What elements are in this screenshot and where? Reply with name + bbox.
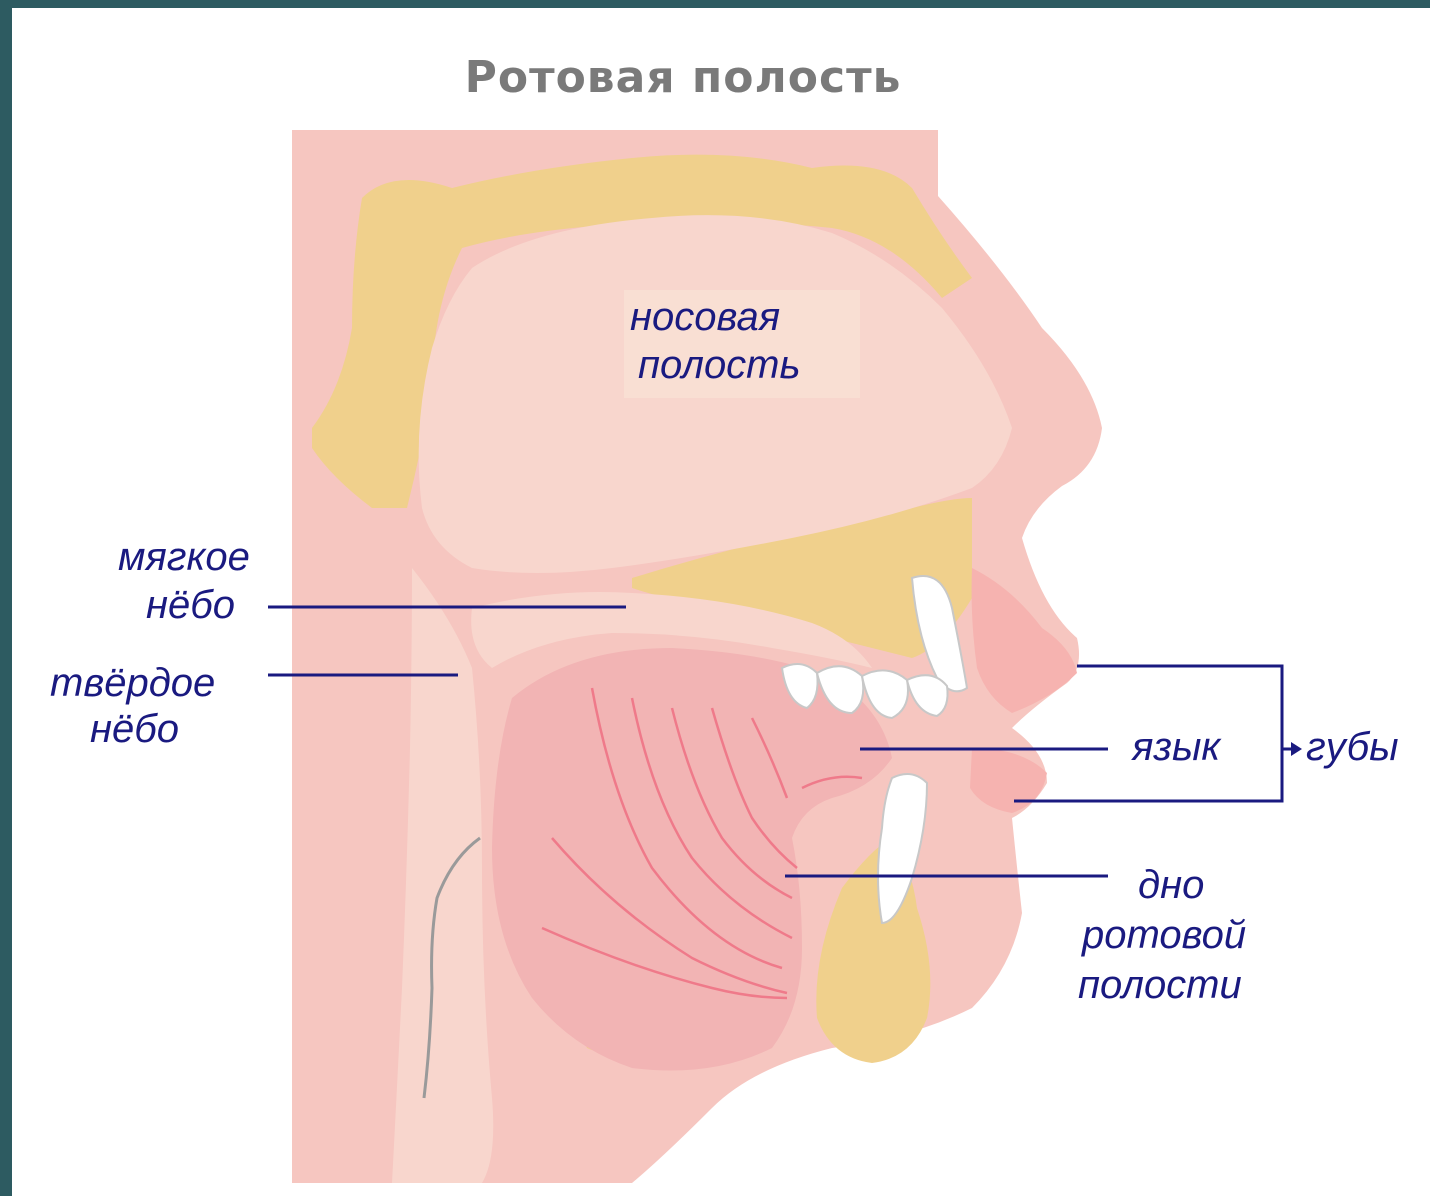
label-hard-palate-line1: твёрдое bbox=[50, 660, 215, 706]
label-tongue: язык bbox=[1132, 724, 1220, 770]
label-floor-line1: дно bbox=[1138, 862, 1204, 908]
label-hard-palate-line2: нёбо bbox=[90, 706, 179, 752]
label-lips: губы bbox=[1306, 724, 1399, 770]
label-nasal-cavity-line2: полость bbox=[638, 342, 801, 388]
label-soft-palate-line1: мягкое bbox=[118, 534, 250, 580]
label-floor-line3: полости bbox=[1078, 962, 1242, 1008]
slide: Ротовая полость bbox=[12, 8, 1430, 1196]
lips-arrow-head bbox=[1291, 742, 1302, 756]
label-soft-palate-line2: нёбо bbox=[146, 582, 235, 628]
label-floor-line2: ротовой bbox=[1082, 912, 1246, 958]
label-nasal-cavity-line1: носовая bbox=[630, 294, 780, 340]
